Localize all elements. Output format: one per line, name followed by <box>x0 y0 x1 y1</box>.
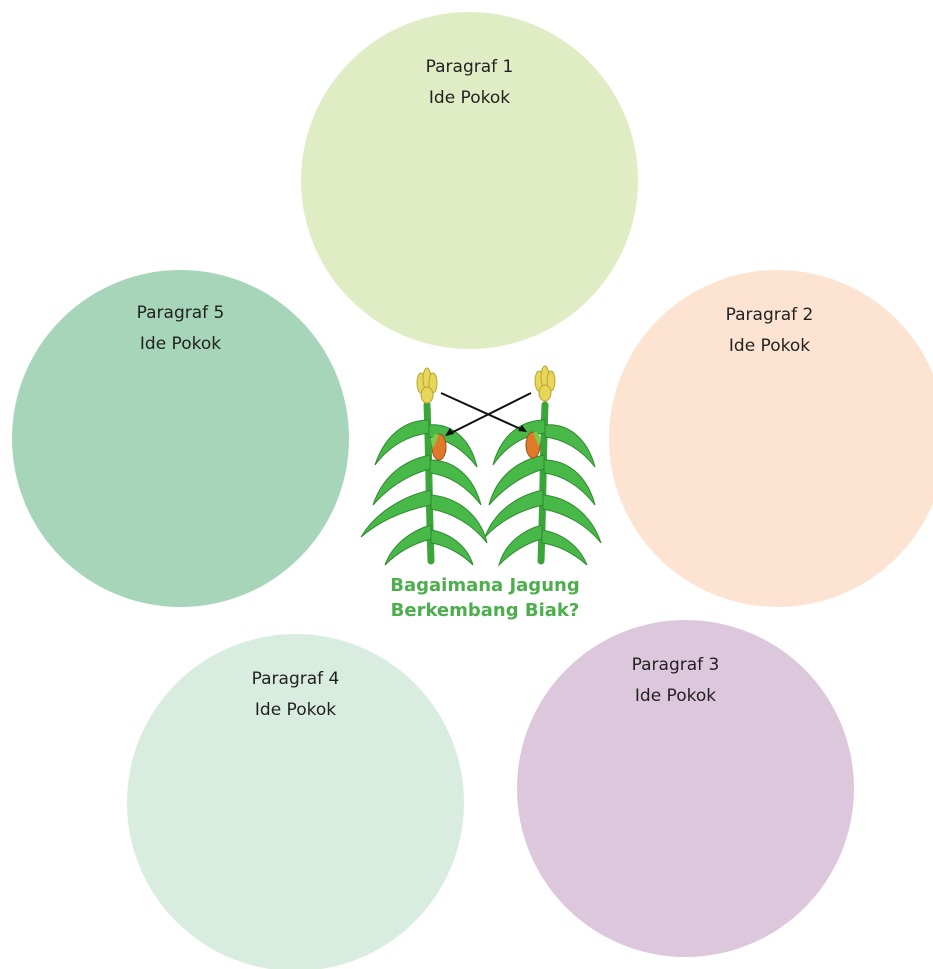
paragraph-3-circle[interactable]: Paragraf 3 Ide Pokok <box>517 620 854 957</box>
paragraph-4-circle[interactable]: Paragraf 4 Ide Pokok <box>127 634 464 969</box>
paragraph-4-main-idea: Ide Pokok <box>254 700 337 720</box>
center-title-line-1: Bagaimana Jagung <box>390 575 580 596</box>
paragraph-4-label: Paragraf 4 Ide Pokok <box>127 664 464 726</box>
paragraph-1-label: Paragraf 1 Ide Pokok <box>301 52 638 114</box>
paragraph-1-circle[interactable]: Paragraf 1 Ide Pokok <box>301 12 638 349</box>
paragraph-2-title: Paragraf 2 <box>725 305 814 325</box>
paragraph-5-title: Paragraf 5 <box>136 303 225 323</box>
arrow-head-left-icon <box>445 428 454 436</box>
arrow-head-right-icon <box>518 425 527 432</box>
paragraph-1-title: Paragraf 1 <box>425 57 514 77</box>
paragraph-3-label: Paragraf 3 Ide Pokok <box>517 650 834 712</box>
left-corn-plant-icon <box>360 367 488 566</box>
center-title-line-2: Berkembang Biak? <box>390 600 580 621</box>
paragraph-4-title: Paragraf 4 <box>251 669 340 689</box>
corn-plants-icon <box>360 365 602 567</box>
paragraph-2-circle[interactable]: Paragraf 2 Ide Pokok <box>609 270 933 607</box>
paragraph-5-circle[interactable]: Paragraf 5 Ide Pokok <box>12 270 349 607</box>
paragraph-1-main-idea: Ide Pokok <box>428 88 511 108</box>
right-corn-plant-icon <box>484 365 602 567</box>
paragraph-3-main-idea: Ide Pokok <box>634 686 717 706</box>
center-question-title: Bagaimana Jagung Berkembang Biak? <box>355 573 615 623</box>
pollination-arrows-icon <box>440 392 532 436</box>
paragraph-2-main-idea: Ide Pokok <box>728 336 811 356</box>
paragraph-5-main-idea: Ide Pokok <box>139 334 222 354</box>
paragraph-5-label: Paragraf 5 Ide Pokok <box>12 298 349 360</box>
paragraph-2-label: Paragraf 2 Ide Pokok <box>609 300 930 362</box>
paragraph-3-title: Paragraf 3 <box>631 655 720 675</box>
